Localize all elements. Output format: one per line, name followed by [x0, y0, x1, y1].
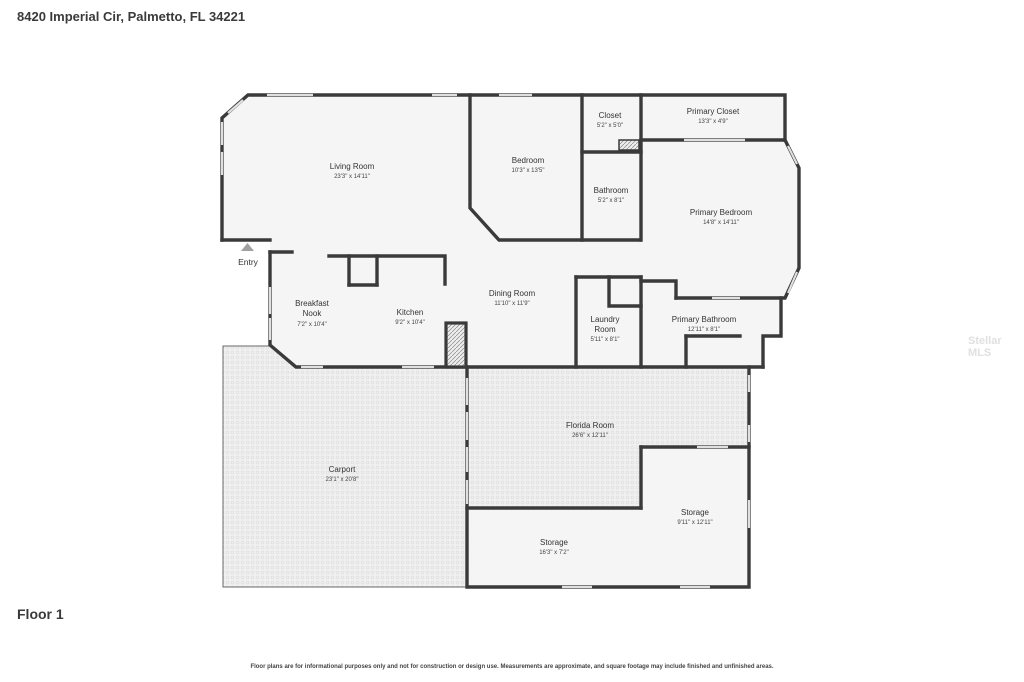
main-house-floor	[222, 95, 799, 367]
room-name-breakfast-nook-line2: Nook	[303, 309, 323, 318]
florida-room-floor	[467, 367, 749, 508]
windows	[220, 93, 799, 589]
room-name-florida-room: Florida Room	[566, 421, 614, 430]
room-name-bedroom: Bedroom	[512, 156, 545, 165]
floor-label: Floor 1	[17, 606, 64, 622]
room-dims-laundry-room: 5'11" x 8'1"	[590, 337, 619, 343]
watermark: Stellar MLS	[968, 335, 1002, 359]
room-dims-storage-right: 9'11" x 12'11"	[677, 520, 712, 526]
room-name-storage-bottom: Storage	[540, 538, 569, 547]
room-dims-florida-room: 26'6" x 12'11"	[572, 433, 608, 439]
room-name-primary-bathroom: Primary Bathroom	[672, 315, 737, 324]
room-name-closet: Closet	[599, 111, 622, 120]
room-name-dining-room: Dining Room	[489, 289, 536, 298]
room-dims-bedroom: 10'3" x 13'5"	[512, 168, 545, 174]
room-dims-carport: 23'1" x 20'8"	[326, 477, 359, 483]
disclaimer: Floor plans are for informational purpos…	[250, 664, 774, 670]
walls	[220, 93, 801, 589]
room-name-bathroom: Bathroom	[594, 186, 629, 195]
room-name-carport: Carport	[329, 465, 356, 474]
storage-floor	[467, 447, 749, 587]
room-dims-primary-bedroom: 14'8" x 14'11"	[703, 220, 739, 226]
room-name-laundry-room-line2: Room	[594, 325, 616, 334]
room-dims-primary-bathroom: 12'11" x 8'1"	[688, 327, 720, 333]
room-dims-bathroom: 5'2" x 8'1"	[598, 198, 624, 204]
room-name-living-room: Living Room	[330, 162, 375, 171]
chimney	[444, 321, 468, 369]
room-labels: Living Room 23'3" x 14'11" Bedroom 10'3"…	[295, 107, 752, 556]
room-name-primary-bedroom: Primary Bedroom	[690, 208, 753, 217]
room-dims-storage-bottom: 16'3" x 7'2"	[539, 550, 569, 556]
entry-label: Entry	[238, 257, 259, 267]
outdoor-areas	[222, 345, 749, 588]
room-dims-breakfast-nook: 7'2" x 10'4"	[297, 322, 327, 328]
room-name-storage-right: Storage	[681, 508, 710, 517]
room-dims-primary-closet: 13'3" x 4'9"	[698, 119, 728, 125]
interior-floor	[222, 95, 799, 587]
room-dims-closet: 5'2" x 5'0"	[597, 123, 623, 129]
room-name-laundry-room-line1: Laundry	[591, 315, 620, 324]
room-dims-living-room: 23'3" x 14'11"	[334, 174, 370, 180]
room-name-kitchen: Kitchen	[397, 308, 424, 317]
entry-marker: Entry	[238, 243, 259, 267]
entry-arrow-icon	[241, 243, 254, 251]
room-name-breakfast-nook-line1: Breakfast	[295, 299, 330, 308]
room-dims-kitchen: 9'2" x 10'4"	[395, 320, 425, 326]
property-address: 8420 Imperial Cir, Palmetto, FL 34221	[17, 9, 246, 24]
room-dims-dining-room: 11'10" x 11'9"	[494, 301, 529, 307]
room-name-primary-closet: Primary Closet	[687, 107, 740, 116]
closet-shelf	[618, 139, 640, 151]
